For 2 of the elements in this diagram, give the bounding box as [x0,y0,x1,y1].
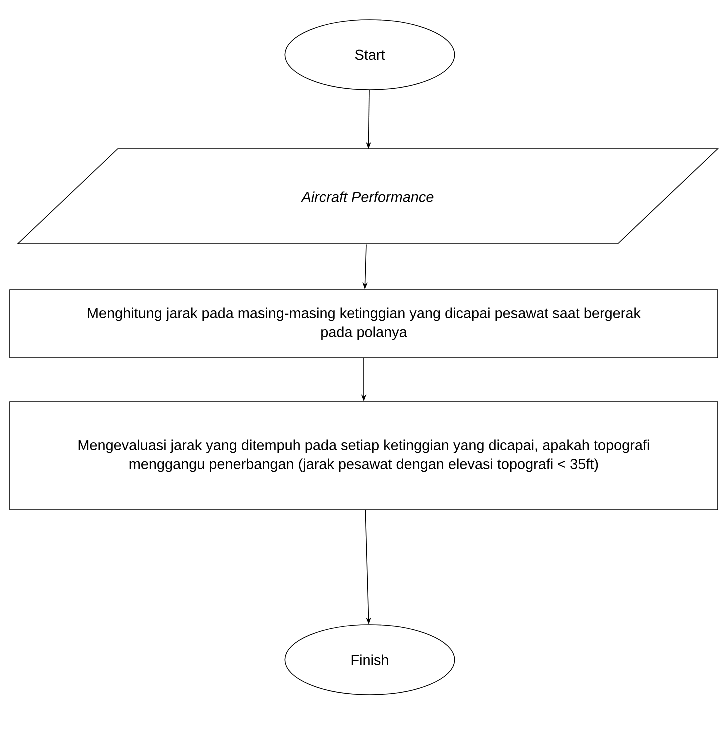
process-box: Menghitung jarak pada masing-masing ketinggian yang dicapai pesawat saat bergerak pada polanya [10,290,718,358]
process-box: Mengevaluasi jarak yang ditempuh pada setiap ketinggian yang dicapai, apakah topografi menggangu penerbangan (jarak pesawat dengan elevasi topografi < 35ft) [10,402,718,510]
